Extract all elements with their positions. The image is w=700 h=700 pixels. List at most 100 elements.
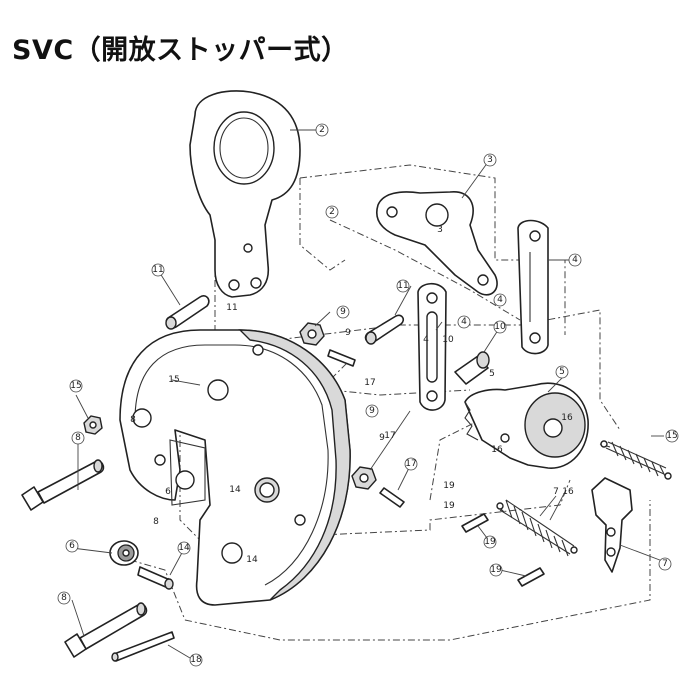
part-label-15-c: 15	[665, 429, 679, 443]
svg-text:15: 15	[168, 375, 179, 385]
svg-text:10: 10	[442, 335, 454, 345]
stopper-hook-part	[591, 477, 633, 573]
part-label-19-a: 19	[443, 481, 455, 491]
part-label-14-a: 14	[177, 541, 191, 555]
svg-text:6: 6	[69, 541, 75, 551]
part-label-17-b: 17	[384, 431, 395, 441]
part-label-15-a: 15	[69, 379, 83, 393]
part-label-8-body2: 8	[153, 517, 159, 527]
nut-part-top	[299, 322, 325, 346]
bolt-8-top	[21, 459, 105, 511]
part-label-14-c: 14	[246, 555, 258, 565]
part-label-9-c: 9	[365, 404, 379, 418]
svg-text:14: 14	[178, 543, 190, 553]
part-label-7-spring: 7	[553, 487, 559, 497]
part-label-8-body: 8	[130, 415, 136, 425]
svg-text:11: 11	[226, 303, 237, 313]
link-plate-mid	[417, 282, 447, 411]
part-label-11-c: 11	[396, 279, 410, 293]
washer-15-left	[83, 415, 103, 435]
svg-text:19: 19	[443, 481, 455, 491]
part-label-2-dash: 2	[325, 205, 339, 219]
svg-text:18: 18	[190, 655, 202, 665]
part-label-14-b: 14	[229, 485, 241, 495]
shackle-part	[189, 90, 301, 298]
svg-text:4: 4	[461, 317, 467, 327]
part-label-3-mid: 3	[437, 225, 443, 235]
svg-text:8: 8	[130, 415, 136, 425]
svg-text:14: 14	[229, 485, 241, 495]
pin-19-a	[461, 513, 489, 533]
spring-15-right	[599, 440, 672, 480]
svg-text:4: 4	[572, 255, 578, 265]
part-label-19-c: 19	[483, 535, 497, 549]
part-label-5-top: 5	[555, 365, 569, 379]
svg-text:10: 10	[494, 322, 506, 332]
part-label-4-mid: 4	[457, 315, 471, 329]
part-label-6-body: 6	[165, 487, 171, 497]
part-label-16-c: 16	[562, 487, 574, 497]
svg-text:19: 19	[490, 565, 502, 575]
svg-text:9: 9	[345, 328, 351, 338]
svg-text:3: 3	[487, 155, 493, 165]
svg-text:2: 2	[329, 207, 335, 217]
part-label-4-dash: 4	[493, 293, 507, 307]
long-pin-18	[111, 631, 175, 662]
svg-text:5: 5	[489, 369, 495, 379]
svg-text:11: 11	[152, 265, 163, 275]
nut-part-mid	[351, 466, 377, 490]
svg-text:2: 2	[319, 125, 325, 135]
svg-text:7: 7	[553, 487, 559, 497]
svg-text:9: 9	[340, 307, 346, 317]
part-label-10-a: 10	[493, 320, 507, 334]
svg-text:5: 5	[559, 367, 565, 377]
svg-text:9: 9	[369, 406, 375, 416]
svg-text:8: 8	[153, 517, 159, 527]
bolt-8-bottom	[64, 602, 148, 658]
part-label-11-b: 11	[226, 303, 237, 313]
svg-text:4: 4	[497, 295, 503, 305]
pin-11b-part	[364, 314, 404, 345]
part-label-6-left: 6	[65, 539, 79, 553]
part-label-3-top: 3	[483, 153, 497, 167]
svg-text:16: 16	[491, 445, 503, 455]
pin-part	[165, 295, 210, 330]
svg-text:8: 8	[61, 593, 67, 603]
part-label-11-a: 11	[151, 263, 165, 277]
main-body	[119, 329, 351, 606]
svg-text:16: 16	[561, 413, 573, 423]
diagram-title: SVC（開放ストッパー式）	[12, 35, 349, 66]
part-label-19-d: 19	[489, 563, 503, 577]
small-pin-17-top	[327, 349, 356, 367]
svg-text:3: 3	[437, 225, 443, 235]
svg-text:6: 6	[165, 487, 171, 497]
link-plate-right	[517, 219, 549, 355]
svg-text:17: 17	[384, 431, 395, 441]
svg-text:8: 8	[75, 433, 81, 443]
svg-text:9: 9	[379, 433, 385, 443]
part-label-15-b: 15	[168, 375, 179, 385]
part-label-9-b: 9	[345, 328, 351, 338]
svg-text:19: 19	[443, 501, 455, 511]
part-label-8-top: 8	[71, 431, 85, 445]
part-label-18: 18	[189, 653, 203, 667]
part-label-10-b: 10	[442, 335, 454, 345]
part-label-4-inner: 4	[423, 335, 429, 345]
small-pin-17-mid	[379, 487, 405, 508]
small-bolt-part	[454, 351, 490, 385]
part-label-7-hook: 7	[658, 557, 672, 571]
roller-6-part	[109, 540, 139, 566]
part-label-17-a: 17	[364, 378, 375, 388]
svg-text:14: 14	[246, 555, 258, 565]
part-label-4-right: 4	[568, 253, 582, 267]
svg-text:15: 15	[666, 431, 677, 441]
svg-text:15: 15	[70, 381, 81, 391]
svg-text:17: 17	[405, 459, 416, 469]
pin-19-b	[517, 567, 545, 587]
svg-text:17: 17	[364, 378, 375, 388]
pin-14-part	[137, 566, 174, 590]
part-label-8-bottom: 8	[57, 591, 71, 605]
part-label-9-d: 9	[379, 433, 385, 443]
leader-lines	[71, 129, 666, 659]
part-label-16-a: 16	[561, 413, 573, 423]
